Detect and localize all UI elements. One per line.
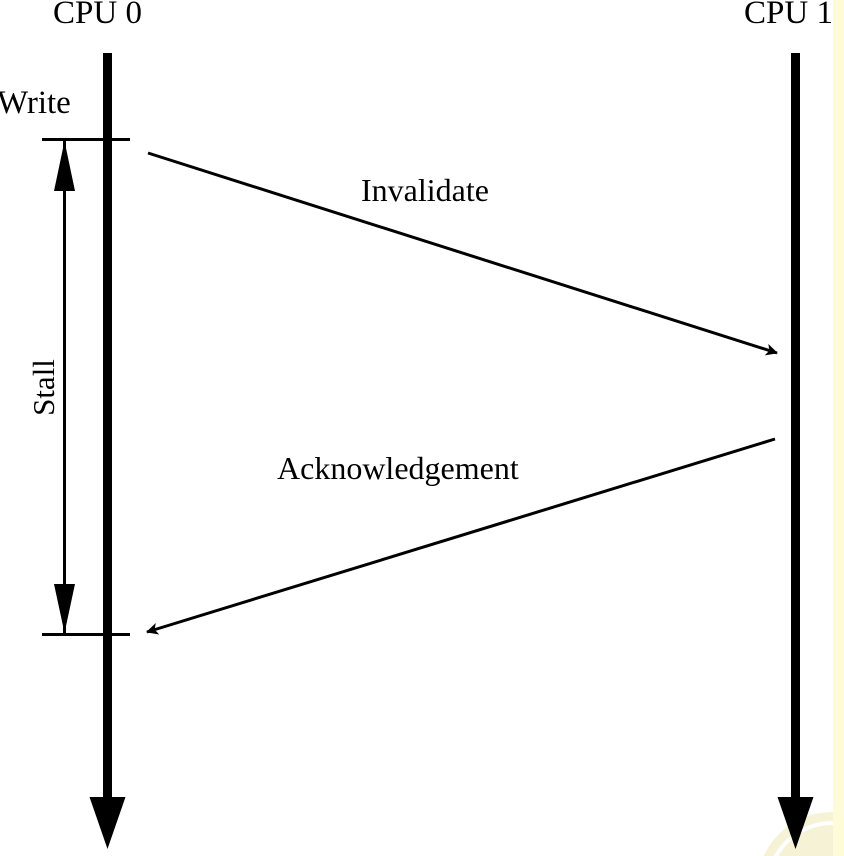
message-arrow-acknowledgement (146, 437, 776, 635)
message-arrow-invalidate (147, 151, 778, 356)
right-edge-strip (833, 0, 844, 856)
lifeline-header-cpu0: CPU 0 (53, 0, 142, 31)
stall-tick-marks (42, 138, 130, 636)
stall-duration-label: Stall (25, 359, 61, 416)
message-label-acknowledgement: Acknowledgement (277, 450, 519, 486)
lifeline-cpu0 (89, 53, 126, 849)
lifeline-header-cpu1: CPU 1 (744, 0, 833, 31)
stall-measure-arrow (54, 141, 75, 633)
write-event-label: Write (0, 85, 71, 121)
message-label-invalidate: Invalidate (361, 172, 489, 208)
lifeline-cpu1 (777, 53, 814, 849)
